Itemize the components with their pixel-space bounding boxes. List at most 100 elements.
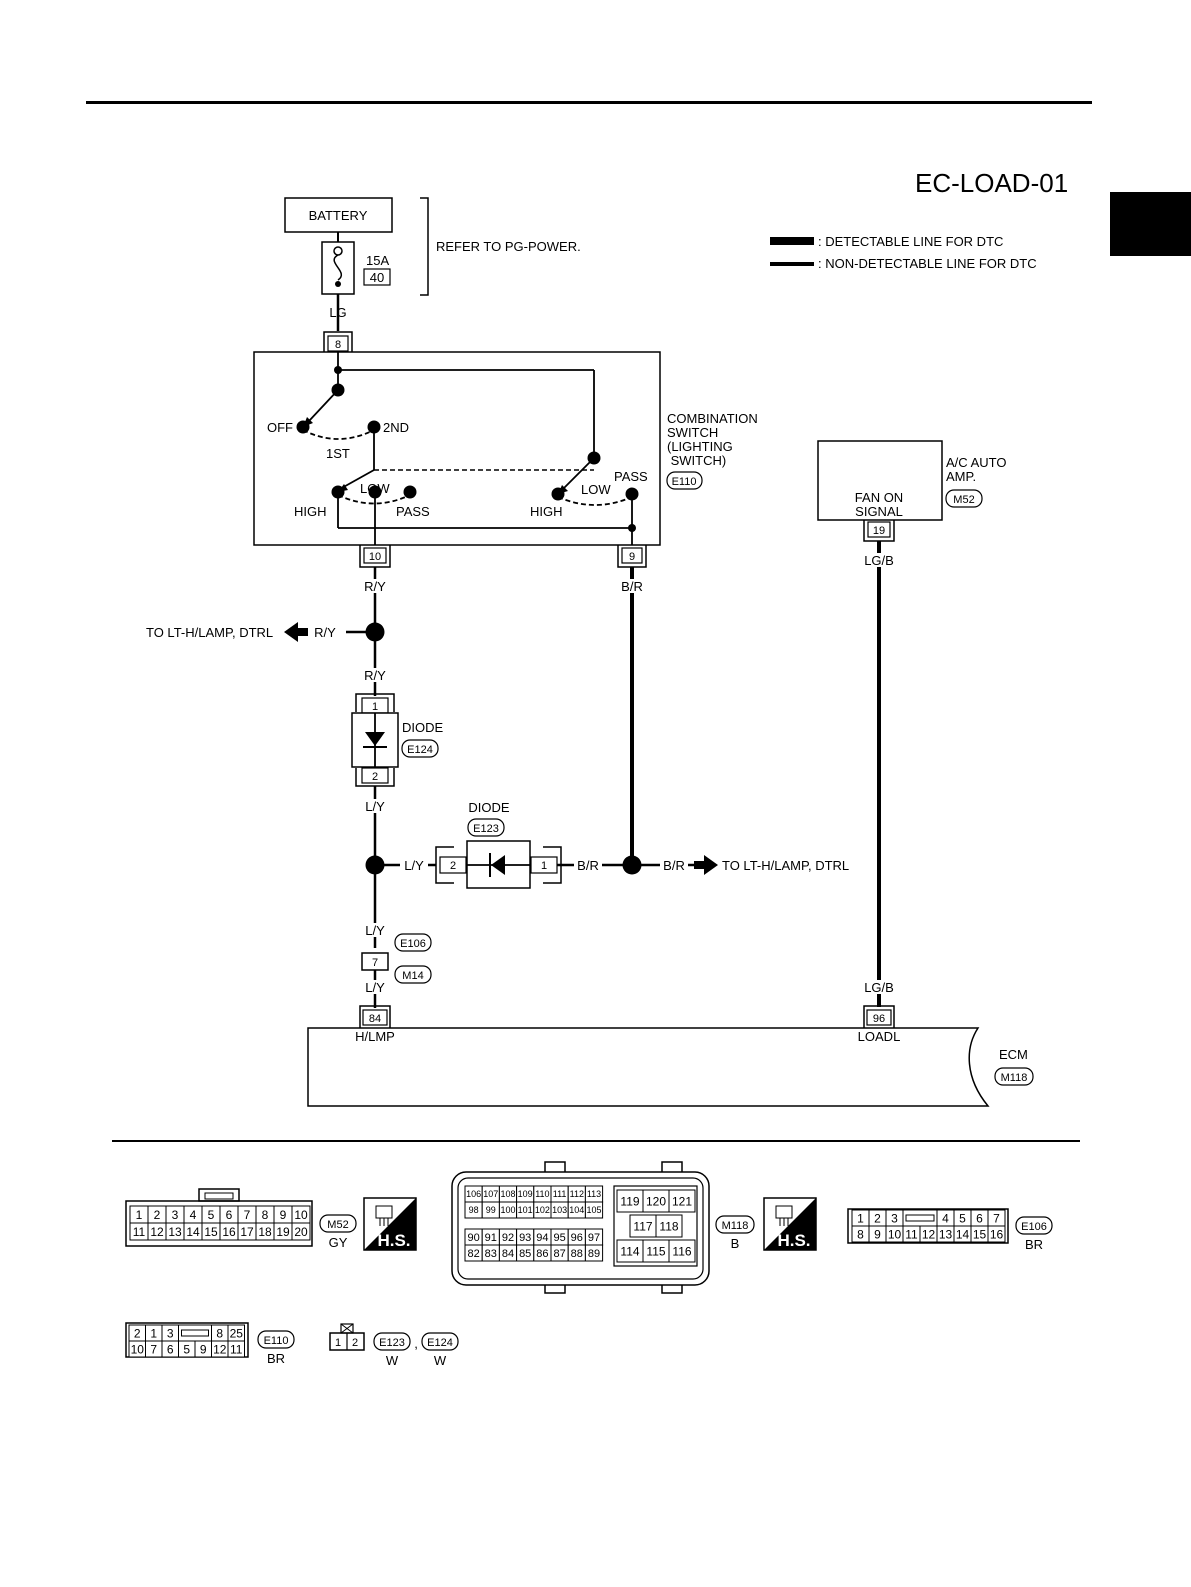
pin-number: 12 bbox=[922, 1227, 936, 1241]
pin-number: 18 bbox=[258, 1225, 272, 1239]
diode2-symbol-icon bbox=[491, 855, 505, 875]
pin-number: 6 bbox=[976, 1211, 983, 1225]
connector-m52: M52 bbox=[953, 494, 974, 506]
connector-e123-view-id: E123 bbox=[379, 1337, 405, 1349]
pin-number: 82 bbox=[467, 1248, 479, 1260]
pin-cell bbox=[584, 1244, 604, 1262]
terminal-9-box bbox=[621, 547, 643, 564]
connector-section-divider bbox=[112, 1140, 1080, 1142]
ecm-pin96: 96 bbox=[873, 1013, 885, 1025]
pin-cell bbox=[668, 1239, 696, 1263]
wire-lg-label: LG bbox=[329, 305, 346, 320]
pin-number: 89 bbox=[588, 1248, 600, 1260]
battery-group: BATTERY 15A 40 REFER TO PG-POWER. LG bbox=[284, 197, 581, 331]
connector-e106-view-id: E106 bbox=[1021, 1221, 1047, 1233]
connector-m118: M118 bbox=[1001, 1072, 1028, 1084]
connector-e110-view-badge bbox=[257, 1330, 295, 1349]
pin-number: 11 bbox=[905, 1227, 918, 1241]
connector-m52-view-badge bbox=[319, 1214, 357, 1233]
pos-pass-left: PASS bbox=[396, 504, 430, 519]
pin-number: 98 bbox=[469, 1205, 479, 1215]
pin-cell bbox=[902, 1209, 938, 1227]
pin-number: 102 bbox=[535, 1205, 550, 1215]
pin-number: 110 bbox=[535, 1189, 549, 1199]
pin-number: 4 bbox=[942, 1211, 949, 1225]
pin-number: 93 bbox=[519, 1232, 531, 1244]
pin-number: 97 bbox=[588, 1232, 600, 1244]
legend: : DETECTABLE LINE FOR DTC : NON-DETECTAB… bbox=[770, 234, 1037, 271]
ecm: 84 H/LMP 96 LOADL ECM M118 bbox=[307, 1005, 1034, 1107]
wire-ly-label-1: L/Y bbox=[365, 799, 385, 814]
diode1-name: DIODE bbox=[402, 720, 444, 735]
pin-number: 8 bbox=[857, 1227, 864, 1241]
connector-m118-view-id: M118 bbox=[722, 1220, 749, 1232]
diode1-symbol-icon bbox=[365, 732, 385, 746]
pin-number: 9 bbox=[874, 1227, 881, 1241]
pin-number: 104 bbox=[569, 1205, 584, 1215]
connector-e123-badge bbox=[467, 818, 505, 837]
connector-e123-view-color: W bbox=[386, 1353, 399, 1368]
connector-key-icon bbox=[905, 1214, 935, 1222]
ecm-label-hlmp: H/LMP bbox=[355, 1029, 395, 1044]
terminal-8: 8 bbox=[335, 339, 341, 351]
connector-m14-badge bbox=[394, 965, 432, 984]
pin-number: 7 bbox=[993, 1211, 1000, 1225]
battery-label: BATTERY bbox=[309, 208, 368, 223]
pin-number: 16 bbox=[222, 1225, 236, 1239]
ecm-pin96-box bbox=[866, 1009, 892, 1026]
pin-number: 15 bbox=[204, 1225, 218, 1239]
wire-br-label-1: B/R bbox=[621, 579, 643, 594]
terminal-19-box bbox=[867, 521, 891, 538]
connector-e124-view-color: W bbox=[434, 1353, 447, 1368]
pin-number: 106 bbox=[466, 1189, 481, 1199]
wire-ry-label-2: R/Y bbox=[314, 625, 336, 640]
pin-number: 120 bbox=[646, 1194, 666, 1208]
pin-number: 105 bbox=[586, 1205, 601, 1215]
page-id: EC-LOAD-01 bbox=[915, 168, 1068, 198]
connector-m14: M14 bbox=[402, 970, 423, 982]
pin-number: 15 bbox=[973, 1227, 987, 1241]
pin-number: 116 bbox=[672, 1244, 691, 1258]
diode-view-key-icon bbox=[340, 1323, 354, 1334]
pin-number: 5 bbox=[959, 1211, 966, 1225]
pin-number: 8 bbox=[262, 1208, 269, 1222]
pin-number: 109 bbox=[518, 1189, 533, 1199]
pin-number: 1 bbox=[857, 1211, 864, 1225]
pos-1st: 1ST bbox=[326, 446, 350, 461]
pin-number: 88 bbox=[571, 1248, 583, 1260]
pin-number: 16 bbox=[990, 1227, 1004, 1241]
connector-e124-view-id: E124 bbox=[427, 1337, 453, 1349]
pin-number: 101 bbox=[518, 1205, 533, 1215]
pin-number: 12 bbox=[150, 1225, 164, 1239]
wire-ly-label-2: L/Y bbox=[404, 858, 424, 873]
wire-br-label-3: B/R bbox=[663, 858, 685, 873]
pin-number: 91 bbox=[485, 1232, 497, 1244]
pin-number: 9 bbox=[200, 1342, 207, 1356]
switch-name-1: COMBINATION bbox=[667, 411, 758, 426]
connector-e106-view-color: BR bbox=[1025, 1237, 1043, 1252]
connector-m118-badge bbox=[994, 1067, 1034, 1086]
hs-label-2: H.S. bbox=[777, 1231, 810, 1250]
pin-number: 85 bbox=[519, 1248, 531, 1260]
pin-number: 108 bbox=[500, 1189, 515, 1199]
pin-number: 96 bbox=[571, 1232, 583, 1244]
diode1-pin2: 2 bbox=[372, 771, 378, 783]
wire-ry-label-3: R/Y bbox=[364, 668, 386, 683]
diode2-pin2-box bbox=[439, 856, 467, 874]
pin-number: 12 bbox=[213, 1342, 227, 1356]
legend-non-detectable-swatch bbox=[770, 262, 814, 266]
connector-e124: E124 bbox=[407, 744, 433, 756]
pin-number: 114 bbox=[620, 1244, 639, 1258]
pin-number: 94 bbox=[536, 1232, 548, 1244]
switch-name-4: SWITCH) bbox=[667, 453, 726, 468]
terminal-10: 10 bbox=[369, 551, 381, 563]
pos-high-right: HIGH bbox=[530, 504, 563, 519]
splice-left-text: TO LT-H/LAMP, DTRL bbox=[146, 625, 273, 640]
pin-number: 2 bbox=[154, 1208, 161, 1222]
ecm-pin84-box bbox=[362, 1009, 388, 1026]
ac-auto-amp: A/C AUTO AMP. M52 FAN ON SIGNAL 19 bbox=[817, 440, 1006, 542]
pin-number: 11 bbox=[133, 1225, 146, 1239]
ecm-pin84: 84 bbox=[369, 1013, 381, 1025]
